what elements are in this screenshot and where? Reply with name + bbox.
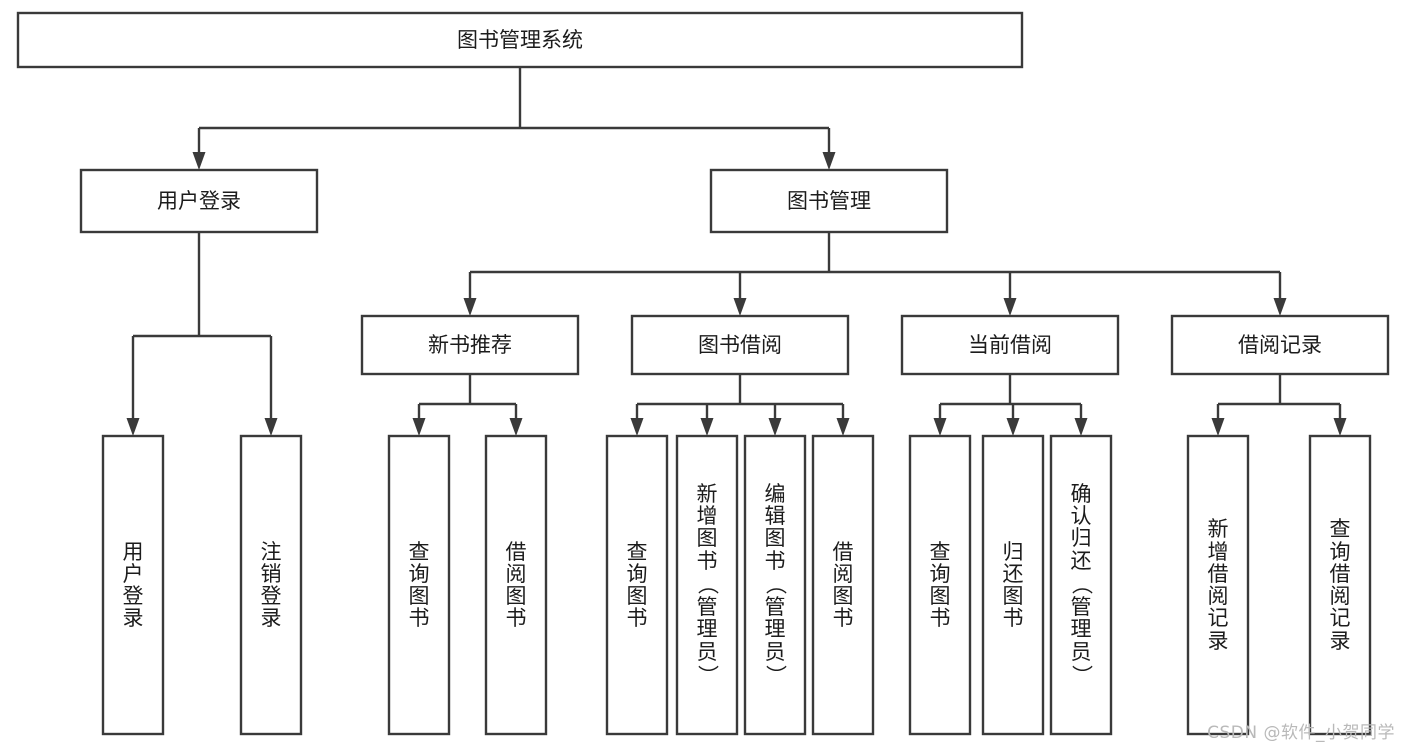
edge-current-borrow-arrow-1-head <box>1006 418 1020 436</box>
node-box-current-borrow[interactable] <box>900 314 1120 376</box>
node-box-user-login[interactable] <box>79 168 319 234</box>
node-label-book-borrow: 图书借阅 <box>698 333 782 357</box>
node-box-leaf-query-book-current[interactable] <box>908 434 972 736</box>
node-box-leaf-return-book[interactable] <box>981 434 1045 736</box>
edge-root-arrow-1-head <box>822 152 836 170</box>
edge-borrow-record-arrow-0-head <box>1211 418 1225 436</box>
node-box-leaf-add-borrow-record[interactable] <box>1186 434 1250 736</box>
node-label-new-book-rec: 新书推荐 <box>428 333 512 357</box>
edge-borrow-record-arrow-1-head <box>1333 418 1347 436</box>
edge-book-borrow-arrow-0-head <box>630 418 644 436</box>
node-box-leaf-borrow-book-rec[interactable] <box>484 434 548 736</box>
node-box-leaf-query-borrow-record[interactable] <box>1308 434 1372 736</box>
node-box-leaf-query-book-borrow[interactable] <box>605 434 669 736</box>
node-box-leaf-confirm-return[interactable] <box>1049 434 1113 736</box>
edge-current-borrow-arrow-0-head <box>933 418 947 436</box>
edge-new-book-rec-arrow-0-head <box>412 418 426 436</box>
node-label-root: 图书管理系统 <box>457 28 583 52</box>
edge-book-borrow-arrow-1-head <box>700 418 714 436</box>
node-box-leaf-borrow-book[interactable] <box>811 434 875 736</box>
edge-user-login-arrow-0-head <box>126 418 140 436</box>
node-box-leaf-user-login[interactable] <box>101 434 165 736</box>
connectors-layer <box>126 67 1347 436</box>
edge-new-book-rec-arrow-1-head <box>509 418 523 436</box>
edge-book-manage-arrow-2-head <box>1003 298 1017 316</box>
edge-current-borrow-arrow-2-head <box>1074 418 1088 436</box>
node-box-leaf-query-book-rec[interactable] <box>387 434 451 736</box>
node-box-leaf-add-book[interactable] <box>675 434 739 736</box>
node-box-book-manage[interactable] <box>709 168 949 234</box>
edge-root-arrow-0-head <box>192 152 206 170</box>
edge-book-manage-arrow-1-head <box>733 298 747 316</box>
node-box-leaf-edit-book[interactable] <box>743 434 807 736</box>
edge-user-login-arrow-1-head <box>264 418 278 436</box>
node-label-borrow-record: 借阅记录 <box>1238 333 1322 357</box>
edge-book-manage-arrow-3-head <box>1273 298 1287 316</box>
edge-book-borrow-arrow-3-head <box>836 418 850 436</box>
node-label-user-login: 用户登录 <box>157 189 241 213</box>
node-box-borrow-record[interactable] <box>1170 314 1390 376</box>
node-label-book-manage: 图书管理 <box>787 189 871 213</box>
node-box-book-borrow[interactable] <box>630 314 850 376</box>
node-box-root[interactable] <box>16 11 1024 69</box>
node-label-current-borrow: 当前借阅 <box>968 333 1052 357</box>
edge-book-borrow-arrow-2-head <box>768 418 782 436</box>
node-box-leaf-logout-login[interactable] <box>239 434 303 736</box>
edge-book-manage-arrow-0-head <box>463 298 477 316</box>
node-box-new-book-rec[interactable] <box>360 314 580 376</box>
